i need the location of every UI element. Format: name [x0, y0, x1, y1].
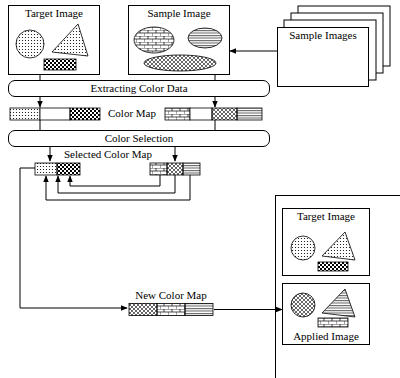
map-cell: [40, 108, 70, 120]
map-cell: [70, 108, 100, 120]
map-label: Color Map: [106, 107, 158, 120]
rect-shape: [318, 318, 348, 327]
stripe-ellipse: [188, 28, 222, 48]
target-picture: [16, 24, 88, 70]
sample-picture: [134, 27, 222, 71]
triangle-shape: [322, 289, 355, 317]
flow-line: [40, 120, 41, 130]
flow-connector: [230, 51, 277, 52]
node-title: Applied Image: [290, 329, 362, 344]
flow-connector: [214, 309, 282, 310]
node-title: Color Selection: [102, 131, 177, 146]
node-title: Sample Images: [286, 28, 360, 43]
image-box: Applied Image: [282, 283, 370, 345]
rect-shape: [44, 59, 76, 70]
brick-ellipse: [134, 27, 174, 53]
node-title: Target Image: [294, 209, 358, 224]
map-cell: [167, 163, 183, 175]
applied-picture: [291, 289, 355, 327]
image-box: Sample Image: [128, 5, 230, 75]
image-box: Sample Images: [277, 27, 369, 87]
node-title: New Color Map: [132, 288, 210, 303]
flow-arrow: [175, 145, 176, 161]
circle-shape: [16, 30, 44, 58]
map-cell: [165, 108, 190, 120]
output-panel: [276, 196, 400, 378]
map-cell: [237, 108, 262, 120]
feedback-arrow: [58, 175, 175, 193]
node-title: Target Image: [22, 6, 86, 21]
image-box: Target Image: [8, 5, 100, 75]
node-title: Extracting Color Data: [87, 81, 190, 96]
flow-arrows: [20, 75, 215, 308]
map-cell: [150, 163, 167, 175]
flow-arrow: [50, 145, 51, 161]
rect-shape: [318, 262, 348, 271]
map-cell: [212, 108, 237, 120]
map-cell: [157, 304, 185, 316]
color-map-bar: New Color Map: [128, 288, 214, 317]
feedback-arrow: [70, 175, 160, 186]
image-box: Target Image: [282, 208, 370, 276]
triangle-shape: [322, 232, 355, 260]
flow-line: [215, 120, 216, 130]
circle-shape: [291, 236, 315, 260]
map-cell: [183, 163, 200, 175]
cross-ellipse: [144, 55, 216, 71]
map-cell: [57, 163, 80, 175]
feedback-arrow: [46, 175, 190, 200]
process-band: Color Selection: [8, 130, 270, 147]
new-map-bar: [128, 303, 214, 316]
map-cell: [10, 108, 40, 120]
map-cell: [190, 108, 212, 120]
node-title: Sample Image: [144, 6, 213, 21]
panel-target-picture: [291, 232, 355, 271]
process-band: Extracting Color Data: [8, 80, 270, 97]
triangle-shape: [52, 24, 88, 56]
map-label: Selected Color Map: [62, 148, 154, 161]
map-cell: [35, 163, 57, 175]
merge-arrow: [20, 168, 127, 308]
map-cell: [129, 304, 157, 316]
circle-shape: [291, 293, 315, 317]
map-cell: [185, 304, 213, 316]
